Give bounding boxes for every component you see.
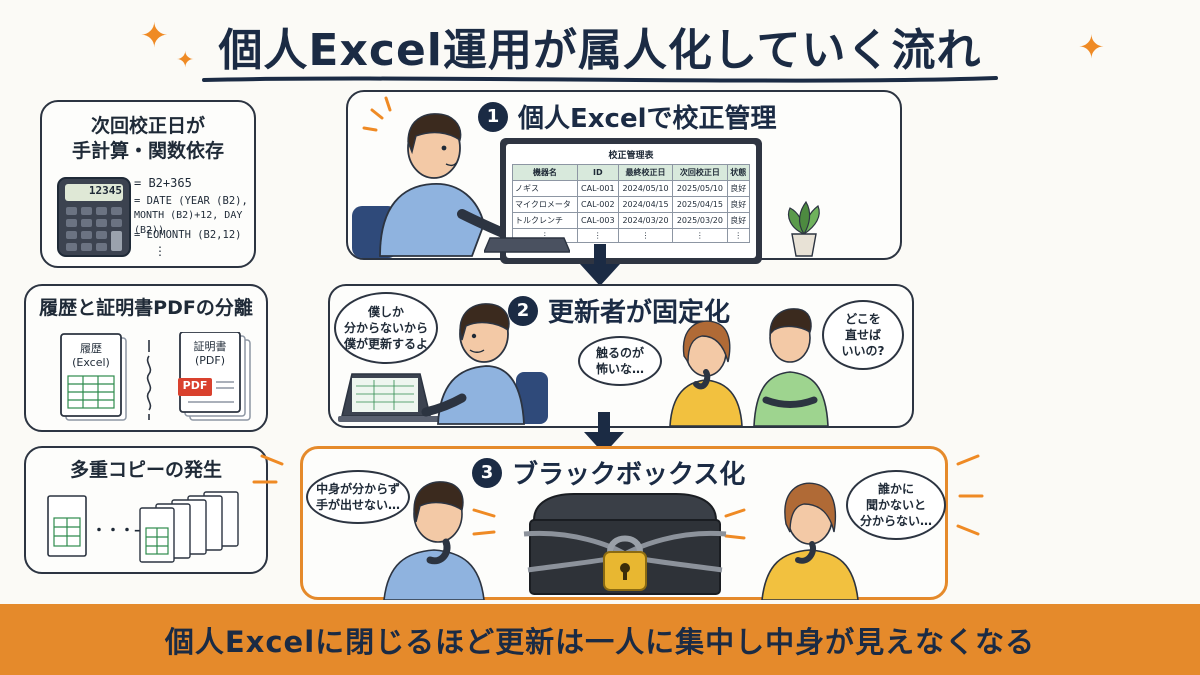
- down-arrow-icon-2: [584, 412, 624, 454]
- table-cell: ノギス: [512, 180, 578, 197]
- side-panel-separation-title: 履歴と証明書PDFの分離: [39, 297, 253, 319]
- table-cell: マイクロメータ: [512, 196, 578, 213]
- table-cell: CAL-001: [576, 180, 619, 197]
- step-3-header: 3 ブラックボックス化: [472, 454, 745, 491]
- table-cell: ⋮: [576, 228, 619, 243]
- pdf-certificate-file-icon: [178, 332, 251, 421]
- down-arrow-icon-1: [580, 244, 620, 286]
- confused-man-illustration: [383, 481, 485, 600]
- confused-woman-illustration: [761, 482, 859, 600]
- step-1-number: 1: [478, 101, 508, 132]
- bottom-message-bar: 個人Excelに閉じるほど更新は一人に集中し中身が見えなくなる: [0, 604, 1200, 675]
- table-header-cell: 最終校正日: [617, 164, 674, 181]
- speech-bubble-must-ask: 誰かに 聞かないと 分からない…: [846, 470, 946, 540]
- table-cell: 2024/05/10: [617, 180, 674, 197]
- table-row: ⋮ ⋮ ⋮ ⋮ ⋮: [512, 228, 751, 243]
- table-header-row: 機器名 ID 最終校正日 次回校正日 状態: [512, 164, 751, 181]
- certificate-pdf-label: 証明書 (PDF): [193, 340, 227, 367]
- excel-history-file-icon: [60, 333, 127, 421]
- title-area: ✦ ✦ ✦ 個人Excel運用が属人化していく流れ: [0, 8, 1200, 88]
- calibration-table-title: 校正管理表: [608, 151, 654, 161]
- multiple-copies-icon: [139, 491, 239, 563]
- copy-arrow: ・・・→: [92, 523, 146, 539]
- table-row: トルクレンチ CAL-003 2024/03/20 2025/03/20 良好: [512, 212, 751, 229]
- speech-bubble-cannot-touch: 中身が分からず 手が出せない…: [306, 470, 410, 524]
- speech-bubble-afraid: 触るのが 怖いな…: [578, 336, 662, 386]
- table-row: マイクロメータ CAL-002 2024/04/15 2025/04/15 良好: [512, 196, 751, 213]
- table-header-cell: 状態: [726, 164, 751, 181]
- sparkle-icon-left-large: ✦: [140, 16, 169, 56]
- speech-bubble-where-to-fix: どこを 直せば いいの?: [822, 300, 904, 370]
- table-cell: 2024/03/20: [617, 212, 674, 229]
- calculator-icon: [57, 177, 131, 257]
- formula-line-4: = EOMONTH (B2,12): [134, 229, 242, 241]
- side-panel-copies: 多重コピーの発生 ・・・→: [24, 446, 268, 574]
- table-cell: 2025/04/15: [672, 196, 728, 213]
- plant-icon: [787, 200, 820, 257]
- step-1-label: 個人Excelで校正管理: [518, 104, 777, 134]
- step-1-header: 1 個人Excelで校正管理: [478, 98, 777, 135]
- formula-line-2: = DATE (YEAR (B2),: [134, 195, 248, 207]
- title-underline: [202, 76, 998, 83]
- table-cell: CAL-003: [576, 212, 619, 229]
- table-cell: 良好: [726, 180, 751, 197]
- table-cell: CAL-002: [576, 196, 619, 213]
- formula-line-1: = B2+365: [134, 176, 192, 190]
- table-cell: トルクレンチ: [512, 212, 578, 229]
- table-cell: ⋮: [726, 228, 751, 243]
- step-3-number: 3: [472, 457, 502, 488]
- sparkle-icon-right: ✦: [1078, 28, 1105, 66]
- keyboard-icon: [484, 237, 570, 253]
- side-panel-formula: 次回校正日が 手計算・関数依存 12345 = B2+365 = DATE (Y…: [40, 100, 256, 268]
- table-header-cell: 機器名: [512, 164, 578, 181]
- worker-at-desk-illustration: [352, 96, 520, 258]
- formula-line-5: ⋮: [154, 244, 166, 258]
- laptop-worker-illustration: [338, 303, 548, 425]
- side-panel-separation: 履歴と証明書PDFの分離 履歴 (Excel) 証明書 (PDF) PDF: [24, 284, 268, 432]
- table-cell: ⋮: [617, 228, 674, 243]
- table-row: ノギス CAL-001 2024/05/10 2025/05/10 良好: [512, 180, 751, 197]
- sparkle-icon-left-small: ✦: [176, 48, 195, 73]
- page-title: 個人Excel運用が属人化していく流れ: [218, 25, 982, 76]
- table-header-cell: 次回校正日: [672, 164, 728, 181]
- side-panel-formula-title: 次回校正日が 手計算・関数依存: [71, 115, 224, 162]
- formula-line-3: MONTH (B2)+12, DAY (B2)): [134, 210, 243, 236]
- side-panel-copies-title: 多重コピーの発生: [69, 459, 222, 481]
- history-excel-label: 履歴 (Excel): [72, 342, 110, 369]
- excel-file-icon: [47, 495, 87, 557]
- separation-squiggle: [146, 340, 152, 420]
- table-cell: 良好: [726, 196, 751, 213]
- step-2-number: 2: [508, 295, 538, 326]
- calibration-table: 機器名 ID 最終校正日 次回校正日 状態 ノギス CAL-001 2024/0…: [512, 164, 751, 243]
- table-header-cell: ID: [576, 164, 619, 181]
- pdf-badge: PDF: [182, 379, 208, 392]
- step-3-label: ブラックボックス化: [512, 460, 746, 490]
- locked-chest-icon: [523, 493, 727, 595]
- table-cell: 2024/04/15: [617, 196, 674, 213]
- coworkers-worried-illustration: [669, 308, 829, 426]
- table-cell: 良好: [726, 212, 751, 229]
- table-cell: ⋮: [672, 228, 728, 243]
- speech-bubble-updater: 僕しか 分からないから 僕が更新するよ: [334, 292, 438, 364]
- table-cell: 2025/05/10: [672, 180, 728, 197]
- calculator-display: 12345: [88, 184, 122, 197]
- bottom-message: 個人Excelに閉じるほど更新は一人に集中し中身が見えなくなる: [164, 624, 1036, 659]
- table-cell: 2025/03/20: [672, 212, 728, 229]
